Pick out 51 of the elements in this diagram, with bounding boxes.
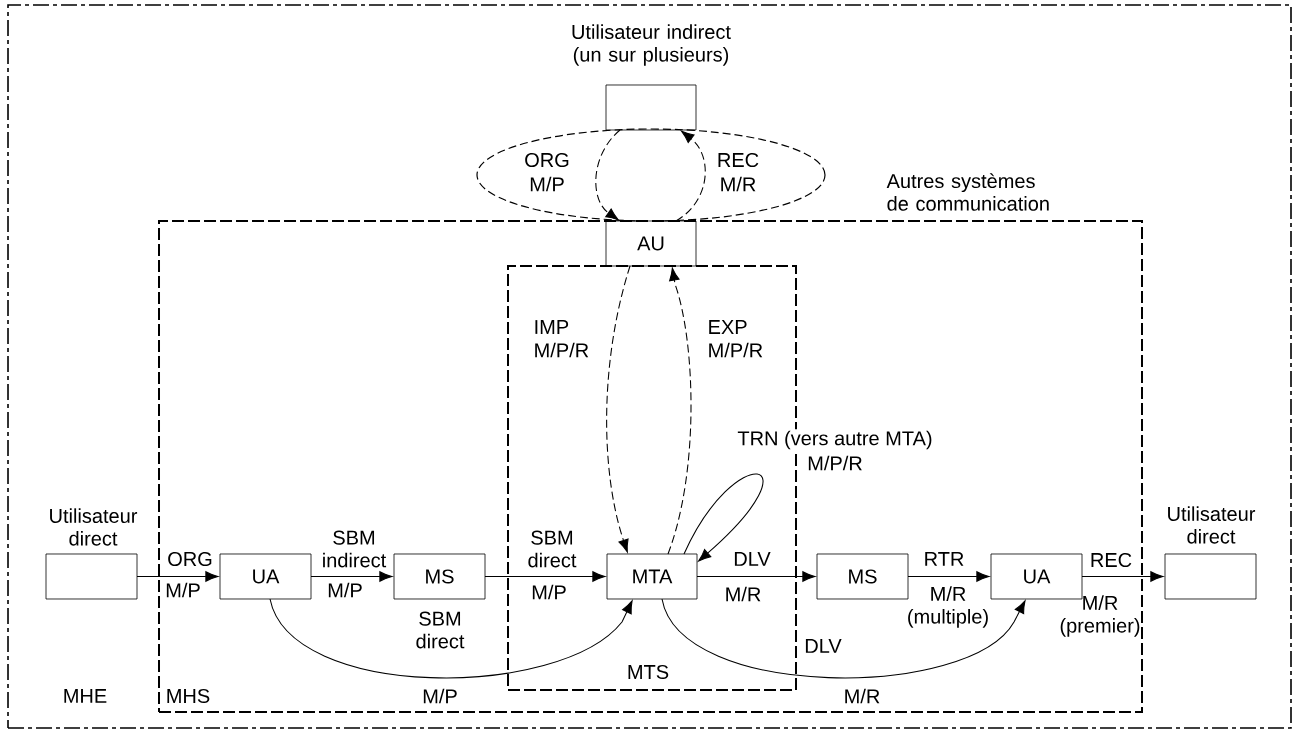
frame-label: MHE xyxy=(64,689,107,703)
frame-label: MHS xyxy=(167,688,210,704)
edge-label: DLV xyxy=(805,639,842,653)
caption-text: SBM direct xyxy=(416,611,465,649)
arrow xyxy=(683,473,764,562)
flow-label: M/P/R xyxy=(805,454,865,472)
box-heading: Utilisateur direct xyxy=(1168,506,1256,544)
arrow xyxy=(136,571,219,582)
flow-label: M/R xyxy=(845,688,880,704)
arrow xyxy=(675,130,706,222)
process-box: AU xyxy=(605,220,697,267)
edge-label: TRN (vers autre MTA) xyxy=(736,429,934,451)
arrow xyxy=(1081,571,1164,582)
process-box: MS xyxy=(393,553,486,600)
flow-label: M/R xyxy=(726,586,761,602)
edge-label: SBM indirect xyxy=(323,530,387,568)
arrow xyxy=(484,571,606,582)
edge-label: REC xyxy=(1091,552,1132,568)
edge-label: EXP xyxy=(709,320,747,334)
arrow xyxy=(269,598,633,679)
flow-label: Autres systèmes de communication xyxy=(886,173,1049,211)
box-heading: Utilisateur indirect (un sur plusieurs) xyxy=(572,24,731,66)
arrow xyxy=(595,129,621,221)
edge-label: M/P xyxy=(423,688,457,704)
flow-label: M/P xyxy=(530,176,564,192)
process-box: UA xyxy=(219,553,312,600)
flow-label: M/P xyxy=(328,582,362,598)
edge-label: IMP xyxy=(535,320,569,334)
flow-label: M/R xyxy=(721,176,756,192)
process-box: MTA xyxy=(606,553,698,600)
flow-label: M/P/R xyxy=(535,342,589,358)
edge-label: SBM direct xyxy=(528,530,577,568)
arrow xyxy=(661,598,1026,679)
edge-label: REC xyxy=(718,152,759,168)
edge-label: RTR xyxy=(925,552,964,566)
process-box: UA xyxy=(990,553,1083,600)
arrow xyxy=(667,267,692,555)
arrow xyxy=(606,265,631,553)
process-box: MS xyxy=(816,553,909,600)
flow-label: M/P xyxy=(532,584,566,600)
flow-label: M/P xyxy=(166,582,200,598)
arrow xyxy=(907,571,990,582)
flow-label: M/P/R xyxy=(709,342,763,358)
edge-label: ORG xyxy=(168,551,212,567)
edge-label: ORG xyxy=(525,152,569,168)
box-heading: Utilisateur direct xyxy=(50,508,138,546)
arrow xyxy=(310,571,393,582)
arrow xyxy=(696,571,816,582)
flow-label: M/R (multiple) xyxy=(908,586,988,628)
frame-label: MTS xyxy=(628,664,669,680)
edge-label: DLV xyxy=(734,552,771,566)
